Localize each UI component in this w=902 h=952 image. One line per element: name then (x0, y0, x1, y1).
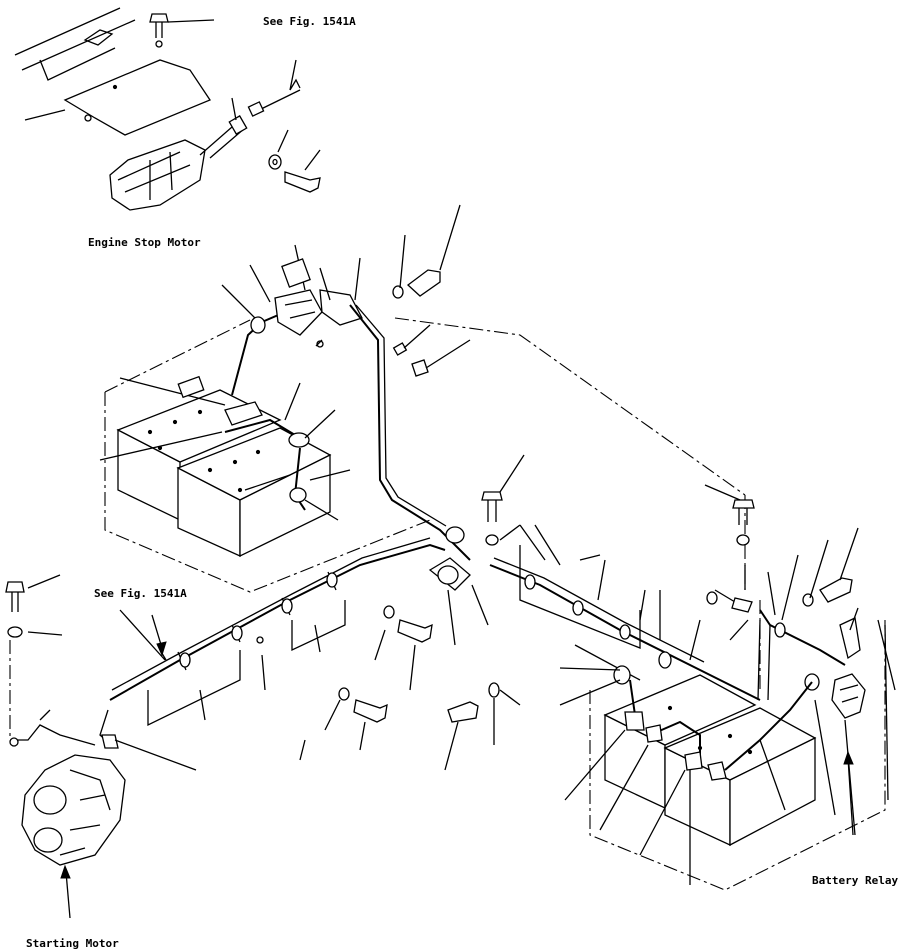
right-harness (489, 524, 761, 885)
starting-motor-label: Starting Motor (26, 937, 119, 950)
engine-stop-motor-assembly (14, 7, 321, 211)
see-fig-left-label: See Fig. 1541A (94, 587, 187, 600)
see-fig-top-label: See Fig. 1541A (263, 15, 356, 28)
left-harness (39, 526, 489, 771)
battery-relay-label: Battery Relay (812, 874, 898, 887)
right-battery-pair (589, 620, 886, 891)
battery-relay-area (704, 484, 896, 836)
center-bolts (444, 454, 525, 771)
engine-stop-motor-label: Engine Stop Motor (88, 236, 201, 249)
left-battery-pair (104, 319, 431, 593)
starting-motor-assembly (5, 574, 126, 866)
upper-harness (99, 204, 471, 561)
pointer-arrows (60, 614, 889, 919)
